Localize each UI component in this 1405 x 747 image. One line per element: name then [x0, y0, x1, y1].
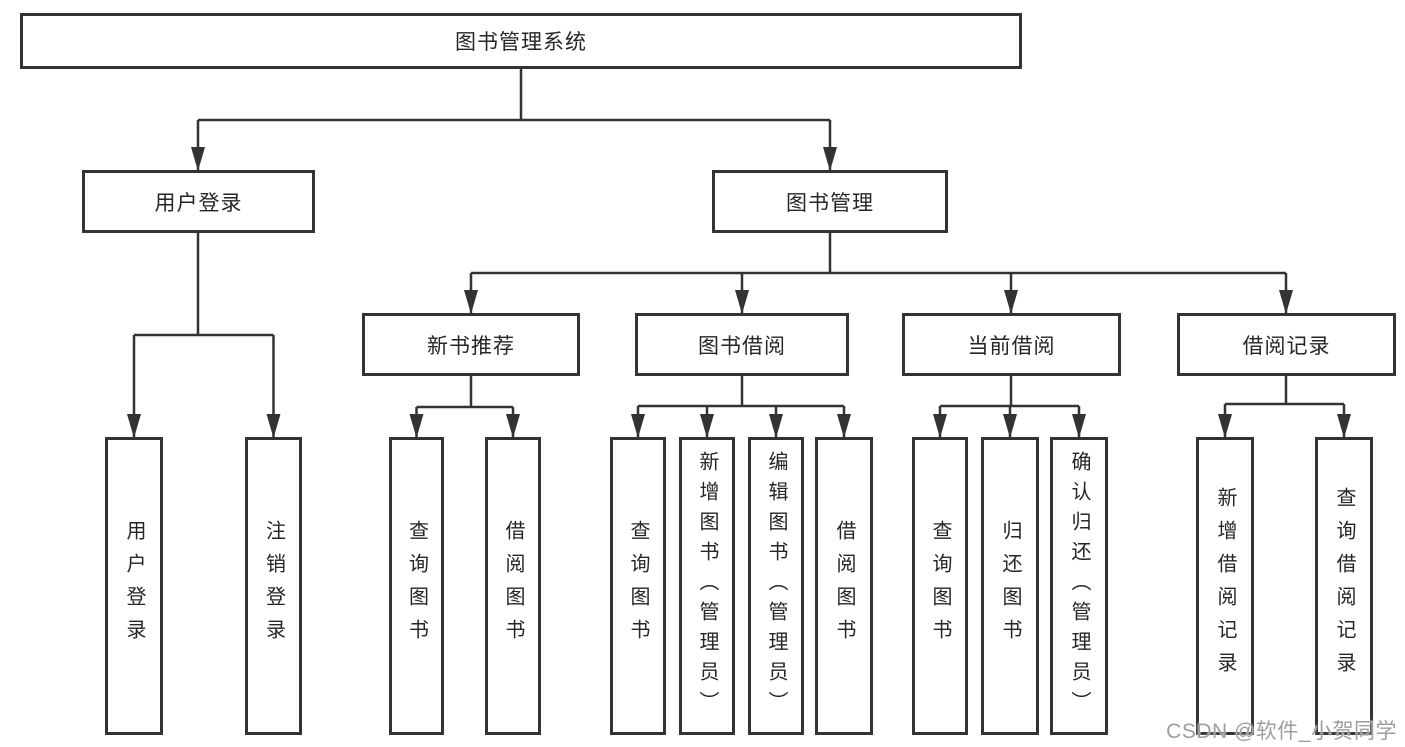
node-current-borrowing: 当前借阅: [902, 313, 1121, 376]
node-label: 查询图书: [627, 520, 649, 652]
leaf-return-books: 归还图书: [981, 437, 1039, 735]
node-label: 当前借阅: [967, 334, 1056, 358]
leaf-query-borrow-record: 查询借阅记录: [1315, 437, 1373, 735]
node-label: 用户登录: [123, 520, 145, 652]
node-label: 借阅记录: [1242, 334, 1331, 358]
node-label: 新增图书（管理员）: [696, 451, 718, 721]
connector-arrows: [127, 120, 1351, 438]
node-label: 查询图书: [405, 520, 428, 652]
leaf-add-borrow-record: 新增借阅记录: [1196, 437, 1254, 735]
node-label: 新书推荐: [427, 334, 515, 358]
node-label: 用户登录: [154, 191, 243, 215]
node-label: 图书管理: [786, 191, 874, 215]
leaf-newbook-borrow-books: 借阅图书: [485, 437, 541, 735]
node-label: 新增借阅记录: [1214, 487, 1236, 685]
leaf-confirm-return-admin: 确认归还（管理员）: [1050, 437, 1108, 735]
node-book-borrowing: 图书借阅: [635, 313, 849, 376]
leaf-logout-login: 注销登录: [245, 437, 302, 735]
node-library-management-system: 图书管理系统: [20, 13, 1022, 69]
node-label: 借阅图书: [502, 520, 524, 652]
node-book-management: 图书管理: [712, 170, 948, 233]
leaf-borrowing-borrow-books: 借阅图书: [815, 437, 873, 735]
leaf-borrowing-query-books: 查询图书: [610, 437, 666, 735]
csdn-watermark: CSDN @软件_小贺同学: [1166, 720, 1397, 743]
node-user-login: 用户登录: [82, 170, 315, 233]
leaf-newbook-query-books: 查询图书: [389, 437, 444, 735]
leaf-add-books-admin: 新增图书（管理员）: [679, 437, 735, 735]
node-label: 注销登录: [262, 520, 285, 652]
node-label: 图书管理系统: [455, 31, 587, 54]
node-label: 查询图书: [929, 520, 951, 652]
node-label: 图书借阅: [698, 334, 786, 358]
node-label: 借阅图书: [833, 520, 855, 652]
node-label: 归还图书: [999, 520, 1021, 652]
leaf-edit-books-admin: 编辑图书（管理员）: [748, 437, 804, 735]
node-label: 查询借阅记录: [1333, 487, 1355, 685]
node-label: 编辑图书（管理员）: [765, 451, 787, 721]
leaf-user-login: 用户登录: [105, 437, 163, 735]
node-label: 确认归还（管理员）: [1068, 451, 1090, 721]
node-borrowing-records: 借阅记录: [1177, 313, 1396, 376]
node-new-book-recommend: 新书推荐: [362, 313, 580, 376]
leaf-current-query-books: 查询图书: [912, 437, 968, 735]
